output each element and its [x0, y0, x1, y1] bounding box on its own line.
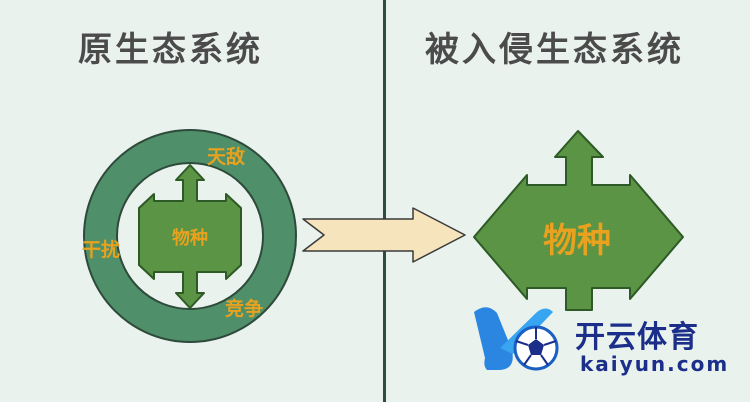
transition-arrow — [302, 207, 466, 263]
predator-label: 天敌 — [207, 145, 245, 168]
species-label-large: 物种 — [543, 221, 611, 261]
panel-divider — [383, 0, 386, 402]
species-cross-large — [473, 130, 684, 311]
native-ecosystem-group: 物种 天敌 干扰 竞争 — [82, 129, 298, 343]
watermark-brand-url: kaiyun.com — [580, 352, 730, 376]
competition-label: 竞争 — [225, 297, 263, 320]
disturbance-label: 干扰 — [82, 238, 120, 261]
constraint-ring — [82, 129, 298, 343]
right-panel-title: 被入侵生态系统 — [425, 30, 684, 70]
watermark-brand-cn: 开云体育 — [575, 320, 699, 355]
left-panel-title: 原生态系统 — [78, 30, 263, 70]
species-label-small: 物种 — [172, 227, 208, 249]
kaiyun-logo — [474, 307, 559, 371]
species-cross-small — [138, 164, 242, 309]
